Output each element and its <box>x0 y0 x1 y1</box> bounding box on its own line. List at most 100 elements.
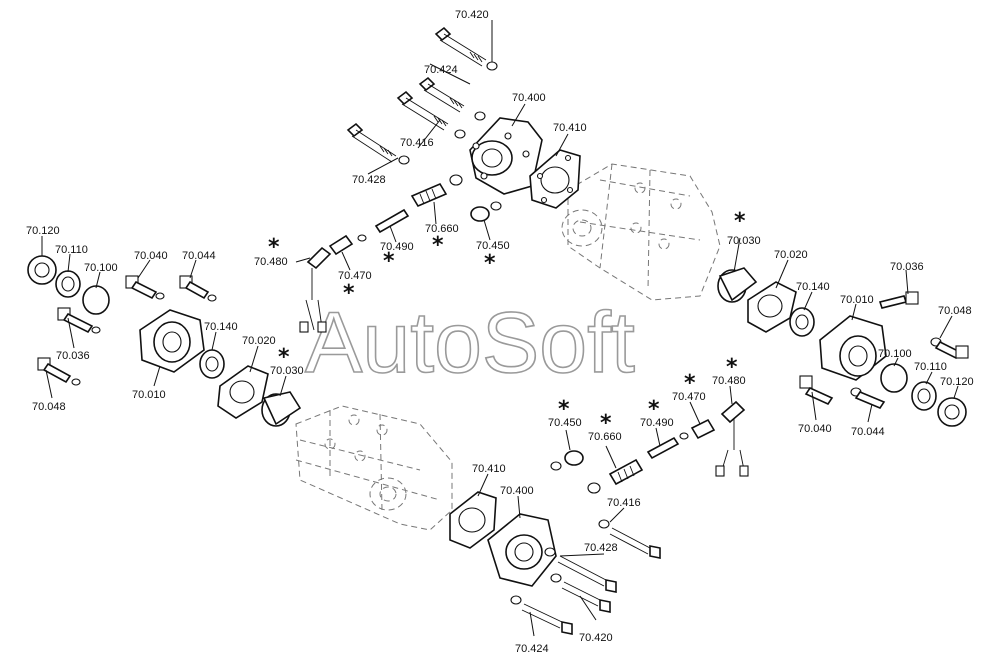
asterisk-markers: * * * * * * * * * * * * <box>268 209 746 436</box>
label-70400-top: 70.400 <box>512 92 546 104</box>
label-70048-right: 70.048 <box>938 305 972 317</box>
bolt-70044-right <box>850 387 886 409</box>
label-70120-right: 70.120 <box>940 376 974 388</box>
label-70470-top: 70.470 <box>338 270 372 282</box>
part-labels: 70.420 70.424 70.400 70.410 70.416 70.42… <box>26 9 974 655</box>
label-70410-bottom: 70.410 <box>472 463 506 475</box>
gearbox-housing-top <box>561 163 721 301</box>
pin-70490-bottom <box>646 436 680 460</box>
label-70040-right: 70.040 <box>798 423 832 435</box>
label-70044-right: 70.044 <box>851 426 885 438</box>
gasket-70020-right <box>747 281 797 333</box>
asterisk-marker: * <box>600 411 612 436</box>
asterisk-marker: * <box>684 371 696 396</box>
label-70110-right: 70.110 <box>914 361 947 373</box>
ring-70030-right <box>717 267 758 303</box>
ring-70100-left <box>82 285 110 315</box>
label-70424-top: 70.424 <box>424 64 458 76</box>
bolt-70044-left <box>179 275 217 302</box>
label-70030-right: 70.030 <box>727 235 761 247</box>
asterisk-marker: * <box>484 251 496 276</box>
label-70480-bottom: 70.480 <box>712 375 746 387</box>
label-70040-left: 70.040 <box>134 250 168 262</box>
plug-70450-bottom <box>550 450 584 471</box>
label-70480-top: 70.480 <box>254 256 288 268</box>
bolt-70416-top <box>396 90 466 139</box>
ring-70030-left <box>261 391 302 427</box>
gasket-70020-left <box>217 365 269 419</box>
seal-70140-right <box>789 307 815 337</box>
harness-70480-bottom <box>715 400 749 477</box>
label-70416-top: 70.416 <box>400 137 434 149</box>
seal-70140-left <box>199 349 225 379</box>
ring-70110-left <box>55 270 81 298</box>
label-70100-left: 70.100 <box>84 262 118 274</box>
label-70660-bottom: 70.660 <box>588 431 622 443</box>
label-70410-top: 70.410 <box>553 122 587 134</box>
bolt-70420-top <box>434 26 498 71</box>
label-70420-top: 70.420 <box>455 9 489 21</box>
label-70140-right: 70.140 <box>796 281 830 293</box>
label-70400-bottom: 70.400 <box>500 485 534 497</box>
label-70450-bottom: 70.450 <box>548 417 582 429</box>
label-70490-top: 70.490 <box>380 241 414 253</box>
label-70020-left: 70.020 <box>242 335 276 347</box>
asterisk-marker: * <box>268 235 280 260</box>
ring-70120-right <box>937 397 967 427</box>
harness-70480-top <box>299 246 332 333</box>
asterisk-marker: * <box>343 281 355 306</box>
label-70428-top: 70.428 <box>352 174 386 186</box>
bolt-70036-right <box>878 291 919 309</box>
asterisk-marker: * <box>383 249 395 274</box>
asterisk-marker: * <box>648 397 660 422</box>
ring-70120-left <box>27 255 57 285</box>
label-70100-right: 70.100 <box>878 348 912 360</box>
bolt-70040-left <box>125 275 165 300</box>
cover-70400-top <box>469 117 543 195</box>
label-70428-bottom: 70.428 <box>584 542 618 554</box>
bolt-70428-top <box>346 122 410 165</box>
switch-70660-top <box>410 174 463 208</box>
bolt-70416-bottom <box>598 519 661 559</box>
bolt-70420-bottom <box>550 573 611 613</box>
label-70424-bottom: 70.424 <box>515 643 549 655</box>
pin-70490-top <box>374 208 410 234</box>
label-70030-left: 70.030 <box>270 365 304 377</box>
bolt-70040-right <box>799 375 834 406</box>
label-70036-right: 70.036 <box>890 261 924 273</box>
gasket-70410-bottom <box>449 491 497 549</box>
asterisk-marker: * <box>726 355 738 380</box>
flange-70010-left <box>139 309 205 373</box>
label-70110-left: 70.110 <box>55 244 88 256</box>
label-70660-top: 70.660 <box>425 223 459 235</box>
label-70044-left: 70.044 <box>182 250 216 262</box>
watermark: AutoSoft <box>305 295 635 391</box>
gearbox-housing-bottom <box>295 405 453 531</box>
asterisk-marker: * <box>558 397 570 422</box>
bolt-70048-right <box>930 337 969 360</box>
bolt-70048-left <box>37 357 81 386</box>
bolt-70428-bottom <box>544 547 617 593</box>
label-70490-bottom: 70.490 <box>640 417 674 429</box>
sensor-70470-bottom <box>679 418 716 440</box>
leader-lines <box>41 20 959 637</box>
gasket-70410-top <box>529 149 581 209</box>
label-70450-top: 70.450 <box>476 240 510 252</box>
label-70010-left: 70.010 <box>132 389 166 401</box>
bolt-70424-bottom <box>510 595 573 635</box>
ring-70110-right <box>911 381 937 411</box>
plug-70450-top <box>470 201 502 222</box>
label-70010-right: 70.010 <box>840 294 874 306</box>
ring-70100-right <box>880 363 908 393</box>
label-70420-bottom: 70.420 <box>579 632 613 644</box>
label-70048-left: 70.048 <box>32 401 66 413</box>
asterisk-marker: * <box>734 209 746 234</box>
label-70416-bottom: 70.416 <box>607 497 641 509</box>
flange-70010-right <box>819 315 887 381</box>
sensor-70470-top <box>328 234 367 256</box>
switch-70660-bottom <box>587 458 644 494</box>
label-70020-right: 70.020 <box>774 249 808 261</box>
label-70470-bottom: 70.470 <box>672 391 706 403</box>
